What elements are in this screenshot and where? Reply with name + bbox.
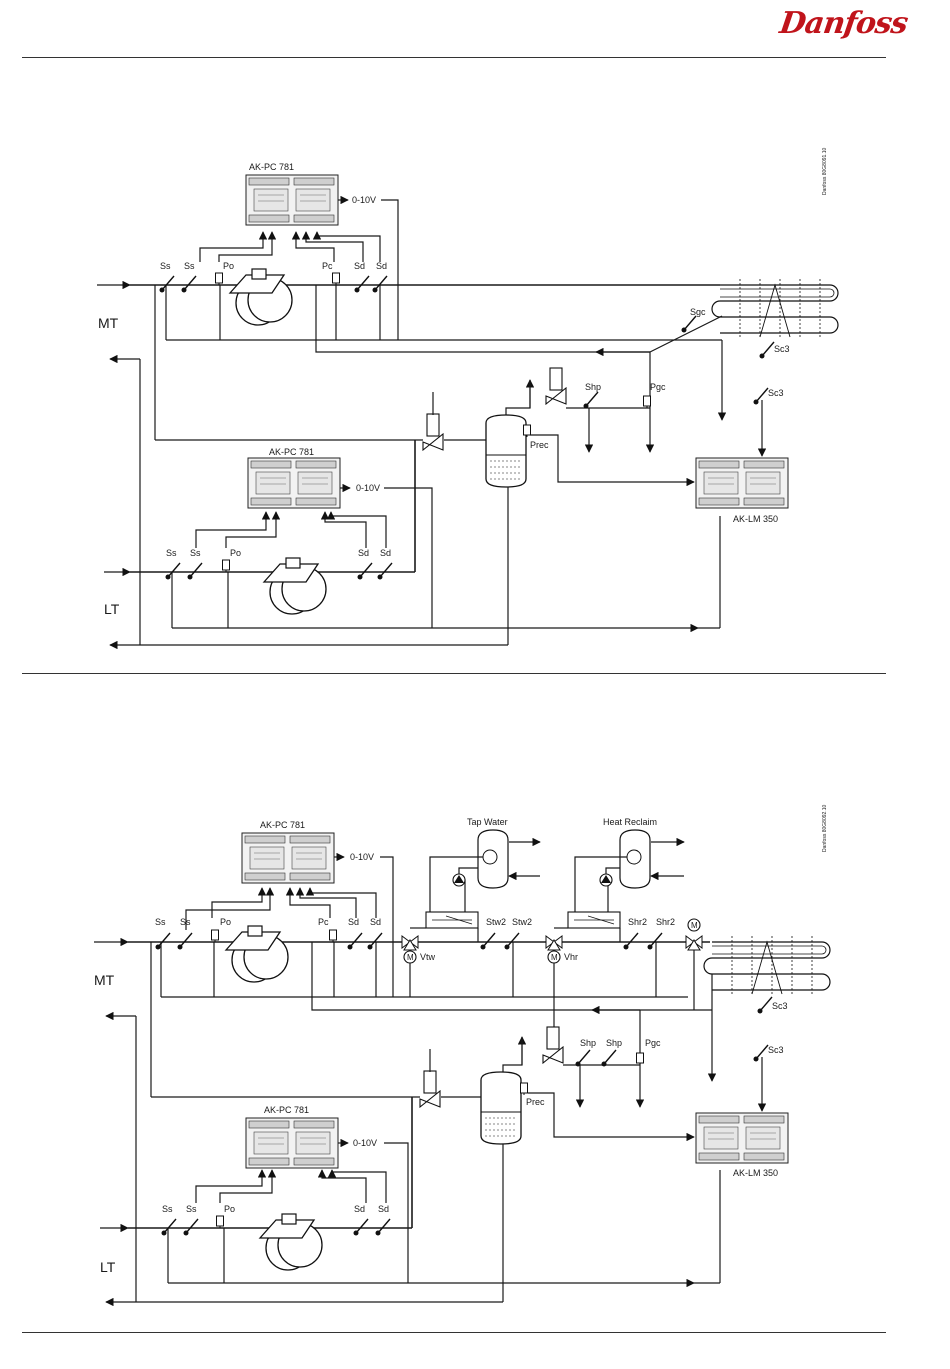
controller-lt-label: AK-PC 781 xyxy=(269,447,314,457)
controller-mt-2 xyxy=(241,832,335,884)
sensor2-stw2b: Stw2 xyxy=(512,917,532,927)
ref-code-2: Danfoss 80G8092.10 xyxy=(822,805,828,852)
diagram-1: Danfoss 80G8091.10 AK-PC 781 0-10V MT Ss… xyxy=(97,148,839,650)
hp-valve-2 xyxy=(542,1026,564,1064)
sensor2-shr2a: Shr2 xyxy=(628,917,647,927)
lt2-sensor-po: Po xyxy=(224,1204,235,1214)
sensor-sd2: Sd xyxy=(376,261,387,271)
ref-code: Danfoss 80G8091.10 xyxy=(822,148,828,195)
controller-lt-2-label: AK-PC 781 xyxy=(264,1105,309,1115)
sensor-sd1: Sd xyxy=(354,261,365,271)
sensor-pgc: Pgc xyxy=(650,382,666,392)
sensor2-sd1: Sd xyxy=(348,917,359,927)
hp-valve xyxy=(545,367,567,405)
sensor2-shp2: Shp xyxy=(606,1038,622,1048)
controller-mt-2-label: AK-PC 781 xyxy=(260,820,305,830)
receiver-2 xyxy=(480,1071,522,1145)
heat-reclaim-hx xyxy=(567,911,621,929)
label-vhr: Vhr xyxy=(564,952,578,962)
section-divider xyxy=(22,673,886,674)
sensor-ss1: Ss xyxy=(160,261,171,271)
lt-expansion-valve-2 xyxy=(419,1070,441,1108)
section-mt: MT xyxy=(98,315,119,331)
sensor2-pgc: Pgc xyxy=(645,1038,661,1048)
sensor2-ss1: Ss xyxy=(155,917,166,927)
section-mt-2: MT xyxy=(94,972,115,988)
diagram-2: Danfoss 80G8092.10 AK-PC 781 0-10V MT Ss… xyxy=(94,805,831,1307)
output-lt: 0-10V xyxy=(356,483,380,493)
sensor2-stw2a: Stw2 xyxy=(486,917,506,927)
sensor2-ss2: Ss xyxy=(180,917,191,927)
motor-m3: M xyxy=(691,921,698,930)
gas-cooler xyxy=(711,278,839,338)
sensor2-sc3a: Sc3 xyxy=(772,1001,788,1011)
lt2-sensor-ss2: Ss xyxy=(186,1204,197,1214)
receiver xyxy=(485,414,527,488)
controller-lt xyxy=(247,457,341,509)
output-mt: 0-10V xyxy=(352,195,376,205)
lt-sensor-sd2: Sd xyxy=(380,548,391,558)
lt-expansion-valve xyxy=(422,413,444,451)
label-vtw: Vtw xyxy=(420,952,436,962)
tap-water-label: Tap Water xyxy=(467,817,508,827)
sensor2-pc: Pc xyxy=(318,917,329,927)
lt-sensor-ss1: Ss xyxy=(166,548,177,558)
lt2-sensor-sd1: Sd xyxy=(354,1204,365,1214)
gateway-label: AK-LM 350 xyxy=(733,514,778,524)
controller-lt-2 xyxy=(245,1117,339,1169)
lt-sensor-po: Po xyxy=(230,548,241,558)
gateway xyxy=(695,457,789,509)
controller-mt-label: AK-PC 781 xyxy=(249,162,294,172)
gateway-2-label: AK-LM 350 xyxy=(733,1168,778,1178)
sensor-prec: Prec xyxy=(530,440,549,450)
tap-water-hx xyxy=(425,911,479,929)
controller-mt xyxy=(245,174,339,226)
gateway-2 xyxy=(695,1112,789,1164)
motor-m2: M xyxy=(551,953,558,962)
header-rule xyxy=(22,57,886,58)
heat-reclaim-label: Heat Reclaim xyxy=(603,817,657,827)
sensor2-prec: Prec xyxy=(526,1097,545,1107)
sensor-shp: Shp xyxy=(585,382,601,392)
sensor-po: Po xyxy=(223,261,234,271)
sensor2-sc3b: Sc3 xyxy=(768,1045,784,1055)
output-mt-2: 0-10V xyxy=(350,852,374,862)
sensor2-po: Po xyxy=(220,917,231,927)
lt-sensor-sd1: Sd xyxy=(358,548,369,558)
sensor-sgc: Sgc xyxy=(690,307,706,317)
sensor2-shr2b: Shr2 xyxy=(656,917,675,927)
output-lt-2: 0-10V xyxy=(353,1138,377,1148)
lt2-sensor-sd2: Sd xyxy=(378,1204,389,1214)
valve-vhr xyxy=(545,935,563,951)
lt2-sensor-ss1: Ss xyxy=(162,1204,173,1214)
lt-sensor-ss2: Ss xyxy=(190,548,201,558)
section-lt: LT xyxy=(104,601,120,617)
motor-m1: M xyxy=(407,953,414,962)
sensor-sc3b: Sc3 xyxy=(768,388,784,398)
sensor-sc3a: Sc3 xyxy=(774,344,790,354)
sensor-ss2: Ss xyxy=(184,261,195,271)
valve-vtw xyxy=(401,935,419,951)
footer-rule xyxy=(22,1332,886,1333)
gas-cooler-2 xyxy=(703,935,831,995)
sensor2-sd2: Sd xyxy=(370,917,381,927)
sensor2-shp1: Shp xyxy=(580,1038,596,1048)
sensor-pc: Pc xyxy=(322,261,333,271)
section-lt-2: LT xyxy=(100,1259,116,1275)
